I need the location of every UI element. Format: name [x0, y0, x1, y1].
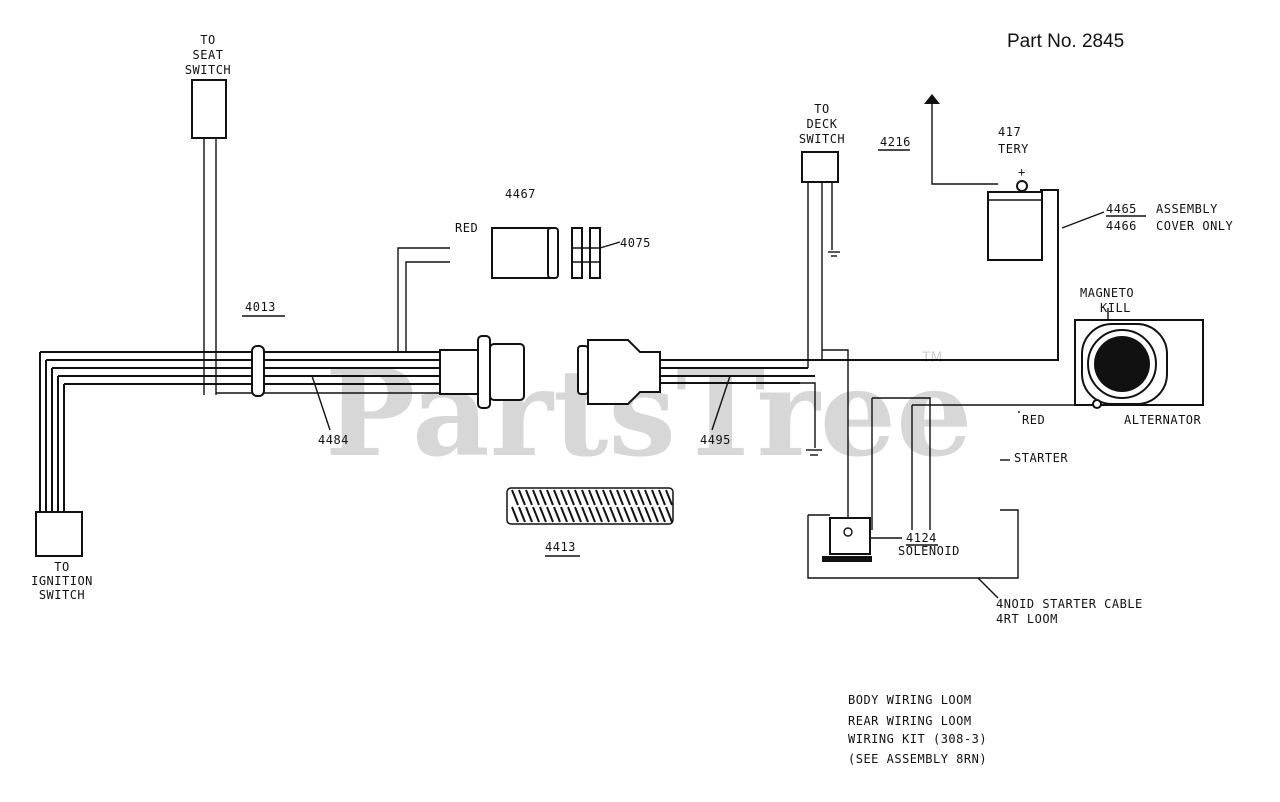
label-cable-1: 4NOID STARTER CABLE [996, 597, 1143, 611]
part-4075 [571, 227, 621, 279]
label-4413: 4413 [545, 540, 576, 554]
clamp-4013 [251, 345, 265, 397]
leader-4465 [1061, 211, 1105, 229]
battery-plus-icon: + [1018, 165, 1026, 179]
watermark-tm: TM [921, 350, 943, 366]
right-harness-wires [660, 100, 1095, 530]
leader-4495 [711, 375, 731, 431]
seat-switch-connector [191, 79, 227, 139]
svg-text:DECK: DECK [807, 117, 838, 131]
battery [987, 180, 1043, 261]
svg-text:IGNITION: IGNITION [31, 574, 93, 588]
ground-symbol-deck [828, 251, 840, 257]
label-red-alternator: RED [1022, 413, 1045, 427]
label-seat-switch: TO SEAT SWITCH [185, 33, 231, 77]
alternator [1074, 319, 1204, 409]
svg-text:SEAT: SEAT [193, 48, 224, 62]
ignition-switch-connector [35, 511, 83, 557]
label-4465: 4465 [1106, 202, 1137, 216]
svg-text:TO: TO [54, 560, 69, 574]
legend-line: (SEE ASSEMBLY 8RN) [848, 752, 987, 766]
label-deck-switch: TO DECK SWITCH [799, 102, 845, 146]
solenoid [822, 517, 902, 562]
part-4467 [491, 227, 559, 279]
label-4124: 4124 [906, 531, 937, 545]
deck-switch-connector [801, 151, 839, 183]
plug-connector-right [577, 339, 661, 405]
ground-symbol-battery [924, 94, 940, 104]
label-ignition-switch: TO IGNITION SWITCH [31, 560, 93, 602]
leader-4484 [311, 375, 331, 431]
label-4495: 4495 [700, 433, 731, 447]
svg-text:SWITCH: SWITCH [39, 588, 85, 602]
label-solenoid: SOLENOID [898, 544, 960, 558]
label-4466-desc: COVER ONLY [1156, 219, 1234, 233]
label-kill: KILL [1100, 301, 1131, 315]
label-4484: 4484 [318, 433, 349, 447]
ground-symbol-lower [806, 449, 822, 456]
label-alternator: ALTERNATOR [1124, 413, 1202, 427]
label-battery: TERY [998, 142, 1029, 156]
label-4216: 4216 [880, 135, 911, 149]
label-battery-number: 417 [998, 125, 1021, 139]
svg-text:TO: TO [200, 33, 215, 47]
loom-4413 [506, 487, 674, 525]
label-starter: STARTER [1014, 451, 1068, 465]
label-magneto: MAGNETO [1080, 286, 1134, 300]
label-4465-desc: ASSEMBLY [1156, 202, 1218, 216]
plug-connector-left [439, 335, 525, 409]
label-red-wire: RED [455, 221, 478, 235]
label-4013: 4013 [245, 300, 276, 314]
legend-line: WIRING KIT (308-3) [848, 732, 987, 746]
svg-text:TO: TO [814, 102, 829, 116]
svg-text:SWITCH: SWITCH [185, 63, 231, 77]
legend-line: REAR WIRING LOOM [848, 714, 972, 728]
label-cable-2: 4RT LOOM [996, 612, 1058, 626]
label-4467: 4467 [505, 187, 536, 201]
part-number: Part No. 2845 [1007, 31, 1124, 52]
svg-text:SWITCH: SWITCH [799, 132, 845, 146]
label-4075: 4075 [620, 236, 651, 250]
leader-cable [977, 577, 999, 599]
legend: BODY WIRING LOOM REAR WIRING LOOM WIRING… [848, 693, 987, 766]
legend-line: BODY WIRING LOOM [848, 693, 972, 707]
label-4466: 4466 [1106, 219, 1137, 233]
starter-cable-box [807, 509, 1019, 579]
